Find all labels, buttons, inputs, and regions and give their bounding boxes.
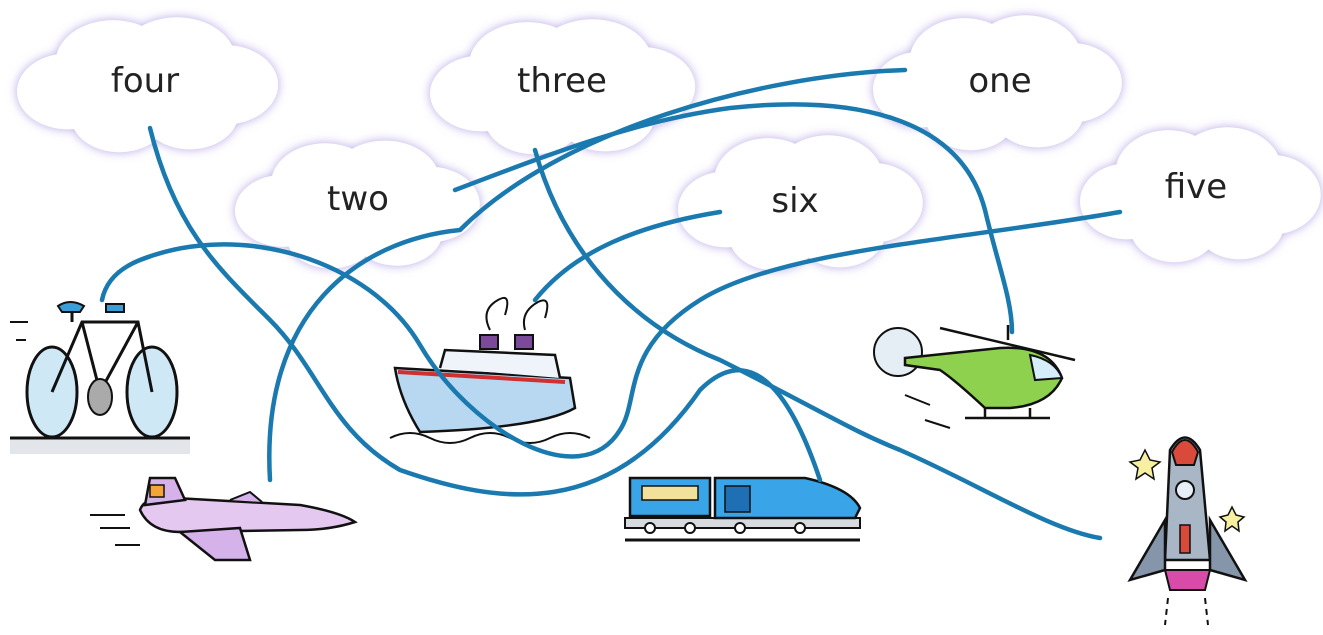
line-three-to-rocket (532, 147, 1103, 541)
line-one-to-airplane (267, 67, 908, 483)
connection-lines (99, 67, 1123, 541)
cloud-label-five: five (1165, 167, 1227, 207)
helicopter-icon (873, 325, 1076, 429)
airplane-icon (90, 476, 358, 562)
ship-icon (389, 296, 591, 444)
train-icon (624, 476, 862, 542)
line-six-to-ship (532, 209, 723, 303)
cloud-label-two: two (327, 179, 389, 219)
cloud-label-three: three (517, 61, 607, 101)
line-five-to-bicycle (99, 209, 1123, 459)
cloud-label-six: six (771, 181, 818, 221)
rocket-icon (1127, 436, 1248, 626)
cloud-label-one: one (968, 61, 1031, 101)
cloud-label-four: four (111, 61, 179, 101)
line-two-to-helicopter (452, 102, 1015, 335)
bicycle-icon (10, 301, 190, 454)
